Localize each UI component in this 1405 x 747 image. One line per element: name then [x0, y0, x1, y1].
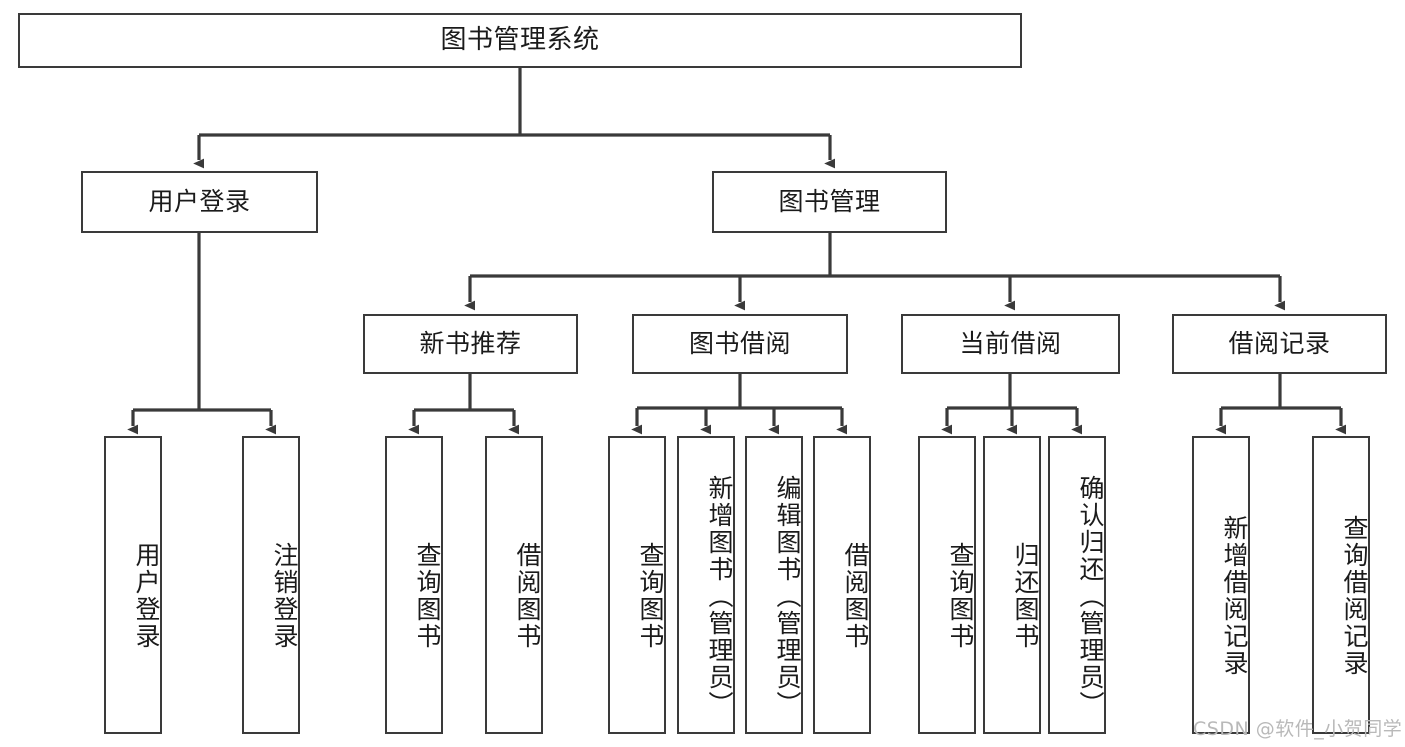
node-user-login[interactable]: 用户登录: [81, 171, 318, 233]
leaf-user-login[interactable]: 用户登录: [104, 436, 162, 734]
leaf-logout-login[interactable]: 注销登录: [242, 436, 300, 734]
node-book-borrow[interactable]: 图书借阅: [632, 314, 848, 374]
leaf-borrow-book[interactable]: 借阅图书: [813, 436, 871, 734]
node-root-system[interactable]: 图书管理系统: [18, 13, 1022, 68]
node-new-book-recommend[interactable]: 新书推荐: [363, 314, 578, 374]
node-borrow-record[interactable]: 借阅记录: [1172, 314, 1387, 374]
leaf-query-book-borrow[interactable]: 查询图书: [608, 436, 666, 734]
leaf-query-book-recommend[interactable]: 查询图书: [385, 436, 443, 734]
leaf-query-borrow-record[interactable]: 查询借阅记录: [1312, 436, 1370, 734]
leaf-edit-book-admin[interactable]: 编辑图书（管理员）: [745, 436, 803, 734]
node-current-borrow[interactable]: 当前借阅: [901, 314, 1120, 374]
leaf-return-book[interactable]: 归还图书: [983, 436, 1041, 734]
leaf-add-book-admin[interactable]: 新增图书（管理员）: [677, 436, 735, 734]
leaf-borrow-book-recommend[interactable]: 借阅图书: [485, 436, 543, 734]
leaf-add-borrow-record[interactable]: 新增借阅记录: [1192, 436, 1250, 734]
node-book-manage[interactable]: 图书管理: [712, 171, 947, 233]
csdn-watermark: CSDN @软件_小贺同学: [1193, 718, 1403, 740]
leaf-query-book-current[interactable]: 查询图书: [918, 436, 976, 734]
leaf-confirm-return-admin[interactable]: 确认归还（管理员）: [1048, 436, 1106, 734]
